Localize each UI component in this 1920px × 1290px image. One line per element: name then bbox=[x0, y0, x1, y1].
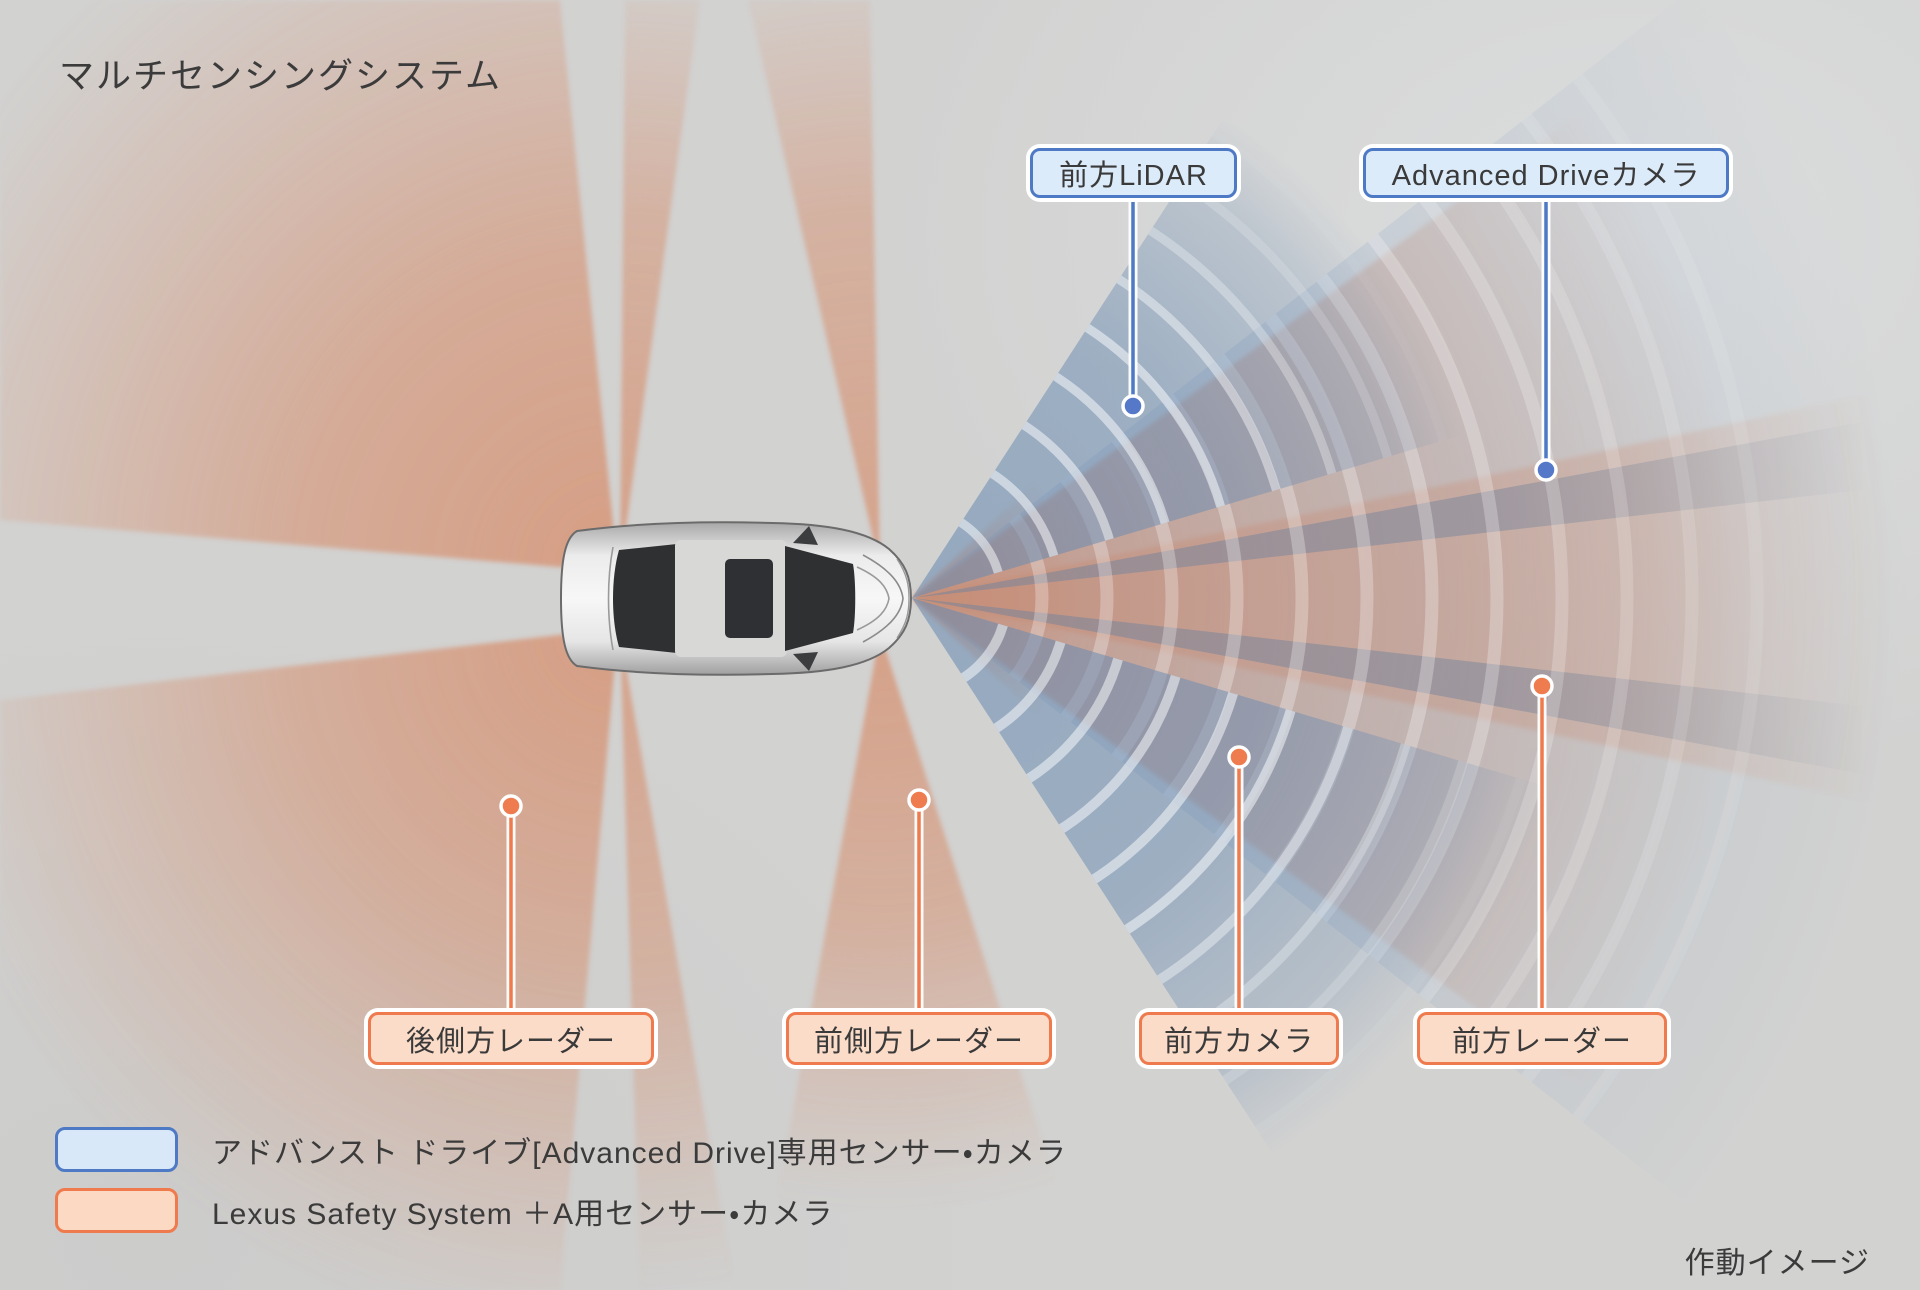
front-side-radar-beam-lower bbox=[760, 632, 1090, 1290]
car-windshield bbox=[785, 546, 856, 651]
callout-rear-side-radar: 後側方レーダー bbox=[368, 1012, 654, 1065]
rear-side-radar-beam-upper-right bbox=[620, 0, 700, 570]
front-side-radar-beam-upper bbox=[748, 0, 880, 568]
car-sunroof bbox=[725, 559, 773, 638]
callout-front-radar-label: 前方レーダー bbox=[1451, 1025, 1632, 1058]
callout-leaders bbox=[499, 192, 1558, 1019]
car-side-mirror-bottom bbox=[793, 652, 818, 671]
advanced-drive-camera-fan bbox=[912, 0, 1912, 1214]
callout-front-side-radar: 前側方レーダー bbox=[786, 1012, 1052, 1065]
car-rear-window bbox=[613, 544, 677, 653]
callout-dot-front-camera bbox=[1227, 745, 1251, 769]
legend-swatch-advanced-drive bbox=[55, 1127, 178, 1172]
callout-dot-front-side-radar bbox=[907, 788, 931, 812]
callout-dot-front-lidar bbox=[1121, 394, 1145, 418]
callout-front-lidar-label: 前方LiDAR bbox=[1059, 160, 1208, 192]
car-side-mirror-top bbox=[793, 526, 818, 545]
callout-advanced-drive-camera: Advanced Driveカメラ bbox=[1363, 148, 1729, 198]
rear-side-radar-beam-lower-left bbox=[0, 628, 618, 1290]
legend-swatch-lss bbox=[55, 1188, 178, 1233]
callout-rear-side-radar-label: 後側方レーダー bbox=[405, 1025, 616, 1058]
page-title: マルチセンシングシステム bbox=[59, 57, 502, 96]
legend-row-advanced-drive: アドバンスト ドライブ[Advanced Drive]専用センサー・カメラ bbox=[55, 1127, 1067, 1172]
car-top-view bbox=[559, 521, 913, 676]
rear-side-radar-beam-lower-right bbox=[620, 632, 735, 1290]
callout-front-camera-label: 前方カメラ bbox=[1163, 1025, 1314, 1058]
callout-dot-front-radar bbox=[1530, 674, 1554, 698]
legend-label-advanced-drive: アドバンスト ドライブ[Advanced Drive]専用センサー・カメラ bbox=[212, 1136, 1067, 1170]
legend-label-lss: Lexus Safety System ＋A用センサー・カメラ bbox=[212, 1197, 834, 1231]
operation-image-note: 作動イメージ bbox=[1684, 1247, 1870, 1280]
callout-front-lidar: 前方LiDAR bbox=[1030, 148, 1237, 198]
callout-front-camera: 前方カメラ bbox=[1139, 1012, 1339, 1065]
callout-dot-rear-side-radar bbox=[499, 794, 523, 818]
callout-advanced-drive-camera-label: Advanced Driveカメラ bbox=[1391, 160, 1701, 192]
legend-row-lss: Lexus Safety System ＋A用センサー・カメラ bbox=[55, 1188, 833, 1233]
callout-dot-advanced-drive-camera bbox=[1534, 458, 1558, 482]
callout-front-side-radar-label: 前側方レーダー bbox=[813, 1025, 1024, 1058]
callout-front-radar: 前方レーダー bbox=[1417, 1012, 1667, 1065]
rear-side-radar-beam-upper-left bbox=[0, 0, 618, 572]
